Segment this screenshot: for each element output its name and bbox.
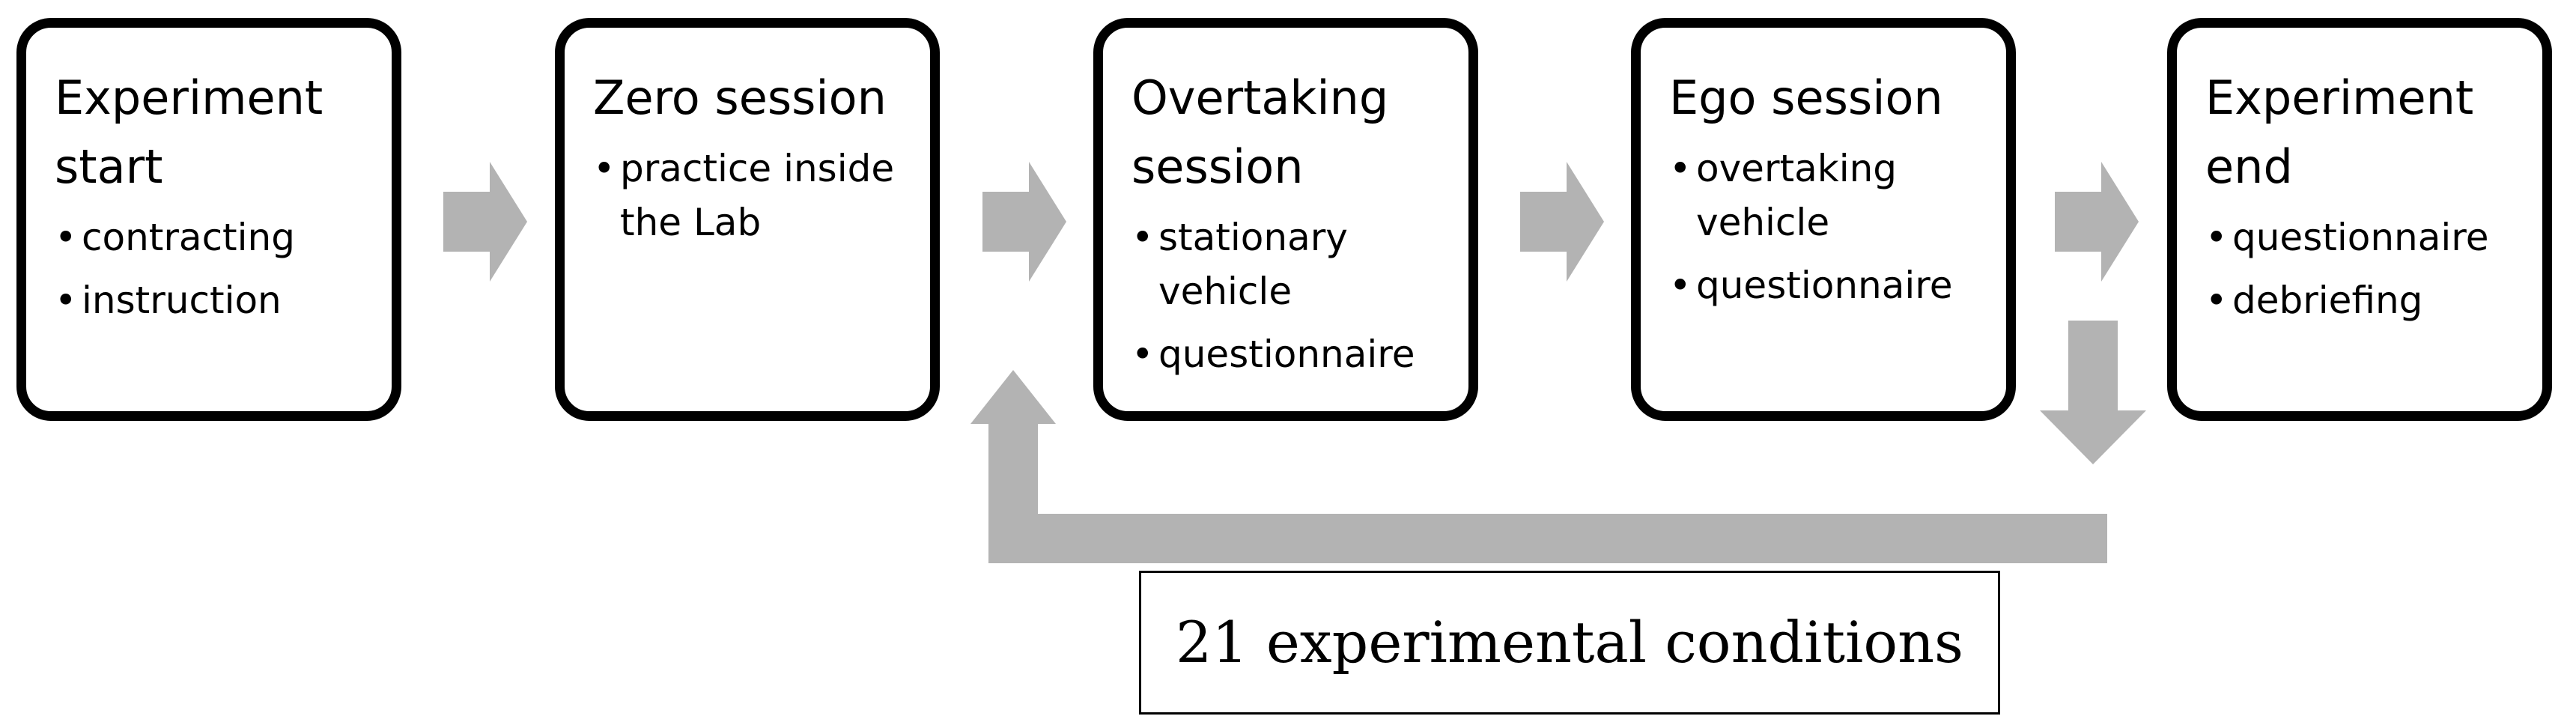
- stage-items: • practice inside the Lab: [593, 142, 914, 249]
- stage-item-text: practice inside the Lab: [620, 147, 895, 244]
- stage-title: Experiment start: [55, 70, 323, 194]
- arrow-right-1: [443, 162, 527, 282]
- bullet: •: [593, 147, 616, 190]
- stage-item: • debriefing: [2205, 273, 2526, 327]
- bullet: •: [55, 216, 77, 259]
- stage-item-text: debriefing: [2232, 279, 2423, 322]
- stage-title: Ego session: [1669, 70, 1943, 125]
- stage-item: • contracting: [55, 210, 375, 264]
- stage-title: Zero session: [593, 70, 887, 125]
- stage-item: • overtaking vehicle: [1669, 142, 1990, 249]
- stage-item-text: questionnaire: [2232, 216, 2489, 259]
- stage-ego-session: Ego session • overtaking vehicle • quest…: [1631, 18, 2016, 421]
- stage-title: Overtaking session: [1131, 70, 1389, 194]
- stage-items: • stationary vehicle • questionnaire: [1131, 210, 1452, 381]
- bullet: •: [2205, 216, 2228, 259]
- stage-experiment-start: Experiment start • contracting • instruc…: [16, 18, 401, 421]
- stage-item-text: overtaking vehicle: [1696, 147, 1898, 244]
- stage-item: • questionnaire: [2205, 210, 2526, 264]
- bullet: •: [1131, 216, 1154, 259]
- loop-caption: 21 experimental conditions: [1175, 609, 1964, 676]
- stage-item-text: instruction: [82, 279, 282, 322]
- stage-items: • contracting • instruction: [55, 210, 375, 327]
- loop-caption-box: 21 experimental conditions: [1139, 571, 2000, 715]
- bullet: •: [1669, 264, 1692, 307]
- stage-item-text: questionnaire: [1158, 333, 1415, 376]
- bullet: •: [1131, 333, 1154, 376]
- arrow-right-4: [2055, 162, 2139, 282]
- arrow-down-loop-start: [2040, 321, 2146, 464]
- stage-item: • stationary vehicle: [1131, 210, 1452, 318]
- stage-item: • questionnaire: [1131, 327, 1452, 381]
- bullet: •: [55, 279, 77, 322]
- stage-item: • instruction: [55, 273, 375, 327]
- stage-item-text: contracting: [82, 216, 295, 259]
- stage-zero-session: Zero session • practice inside the Lab: [555, 18, 940, 421]
- stage-items: • questionnaire • debriefing: [2205, 210, 2526, 327]
- stage-experiment-end: Experiment end • questionnaire • debrief…: [2167, 18, 2552, 421]
- stage-item: • practice inside the Lab: [593, 142, 914, 249]
- arrow-right-2: [982, 162, 1066, 282]
- bullet: •: [1669, 147, 1692, 190]
- stage-item: • questionnaire: [1669, 258, 1990, 312]
- bullet: •: [2205, 279, 2228, 322]
- stage-title: Experiment end: [2205, 70, 2474, 194]
- stage-items: • overtaking vehicle • questionnaire: [1669, 142, 1990, 312]
- stage-item-text: questionnaire: [1696, 264, 1953, 307]
- arrow-right-3: [1520, 162, 1604, 282]
- stage-overtaking-session: Overtaking session • stationary vehicle …: [1093, 18, 1478, 421]
- loop-return-bar: [988, 514, 2107, 563]
- arrow-up-loop-return: [970, 370, 1056, 563]
- stage-item-text: stationary vehicle: [1158, 216, 1348, 313]
